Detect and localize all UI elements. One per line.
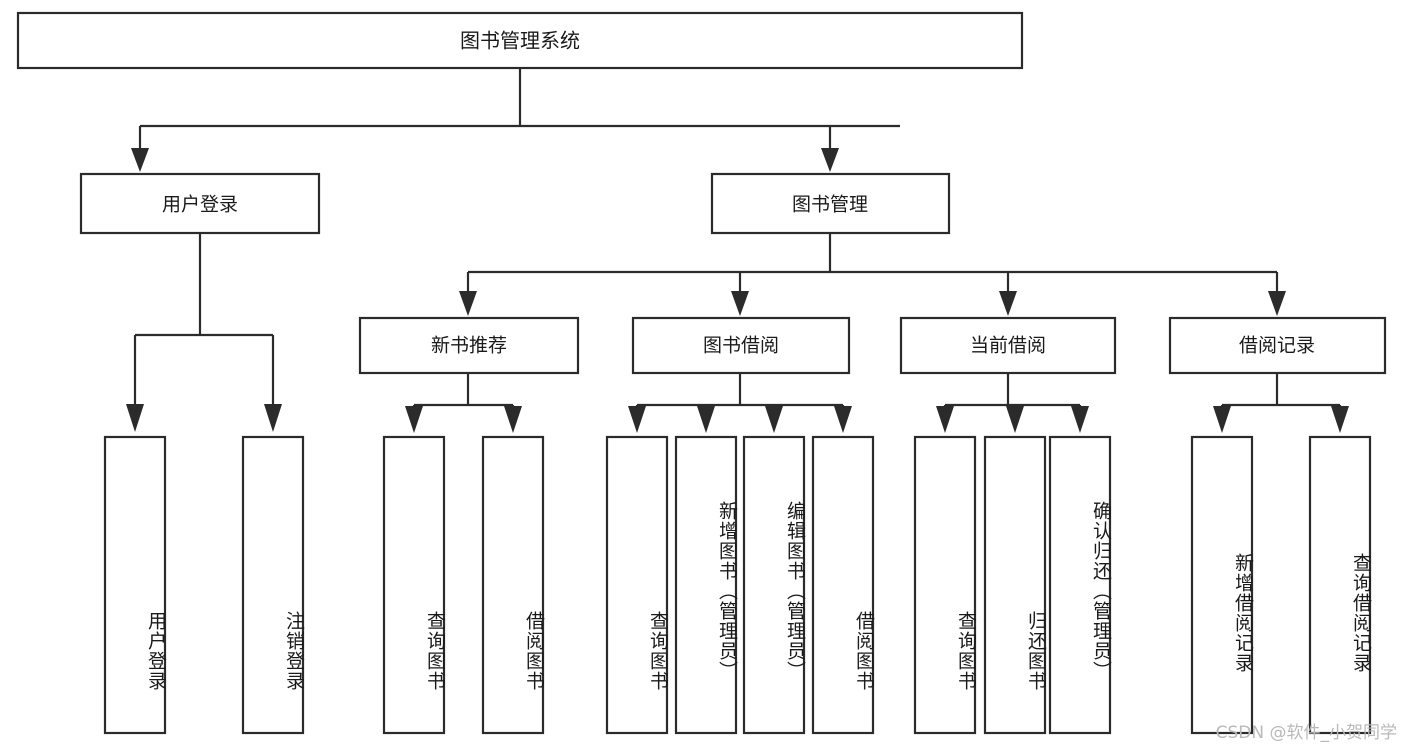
node-leaf-add-book[interactable]: [674, 435, 738, 735]
node-book-management[interactable]: 图书管理: [710, 172, 951, 235]
node-leaf-query-book-3[interactable]: [913, 435, 977, 735]
node-new-book-recommend[interactable]: 新书推荐: [358, 316, 580, 375]
node-current-borrow[interactable]: 当前借阅: [899, 316, 1117, 375]
node-root-label: 图书管理系统: [460, 29, 580, 53]
connector-userlogin-to-leaves: [126, 233, 282, 432]
node-leaf-edit-book[interactable]: [742, 435, 806, 735]
connector-borrowrecord-to-leaves: [1213, 373, 1349, 433]
connector-newbook-to-leaves: [405, 373, 522, 433]
node-user-login[interactable]: 用户登录: [79, 172, 321, 235]
node-borrow-record[interactable]: 借阅记录: [1168, 316, 1387, 375]
node-borrow-record-label: 借阅记录: [1239, 335, 1315, 357]
connector-root-to-level2: [131, 68, 900, 172]
node-leaf-add-record[interactable]: [1190, 435, 1254, 735]
node-leaf-query-book-2[interactable]: [605, 435, 669, 735]
node-leaf-user-login[interactable]: [103, 435, 167, 735]
connector-currentborrow-to-leaves: [936, 373, 1089, 433]
connector-bookmgmt-to-level3: [459, 233, 1286, 316]
node-leaf-logout-login[interactable]: [241, 435, 305, 735]
node-book-borrow-label: 图书借阅: [703, 335, 779, 357]
node-user-login-label: 用户登录: [162, 194, 238, 216]
node-leaf-query-book-1[interactable]: [382, 435, 446, 735]
node-new-book-recommend-label: 新书推荐: [431, 335, 507, 357]
node-leaf-query-record[interactable]: [1308, 435, 1372, 735]
node-book-borrow[interactable]: 图书借阅: [631, 316, 851, 375]
node-leaf-return-book[interactable]: [983, 435, 1047, 735]
node-root[interactable]: 图书管理系统: [16, 11, 1024, 70]
connector-bookborrow-to-leaves: [628, 373, 852, 433]
node-leaf-borrow-book-1[interactable]: [481, 435, 545, 735]
node-leaf-confirm-return[interactable]: [1048, 435, 1112, 735]
node-current-borrow-label: 当前借阅: [970, 335, 1046, 357]
node-book-management-label: 图书管理: [792, 194, 868, 216]
node-leaf-borrow-book-2[interactable]: [811, 435, 875, 735]
